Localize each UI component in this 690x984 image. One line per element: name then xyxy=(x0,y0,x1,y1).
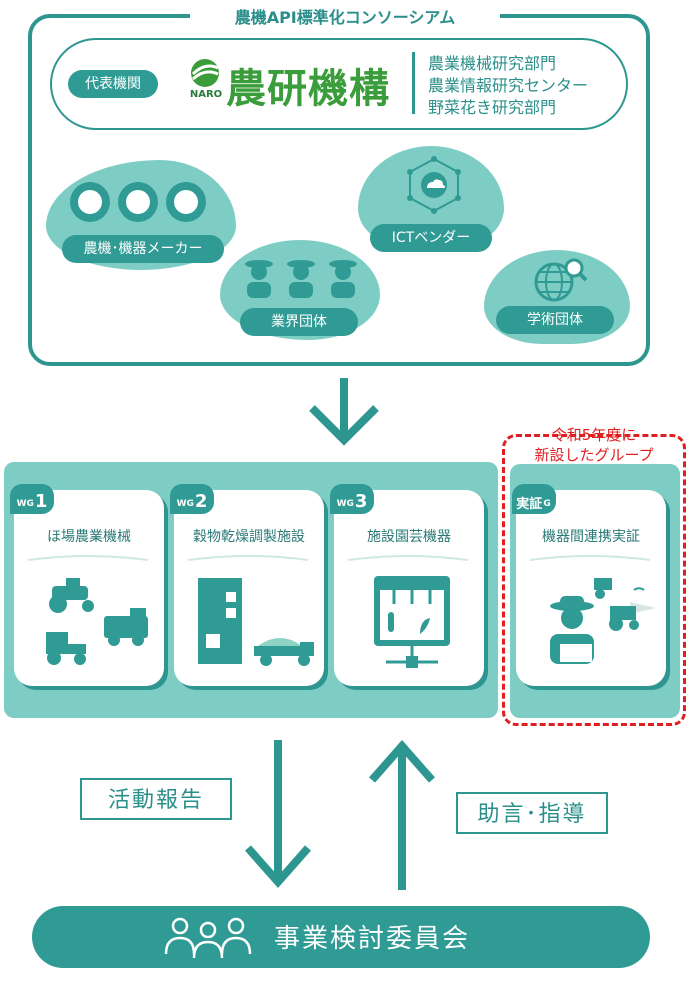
up-arrow-icon xyxy=(366,739,438,890)
network-cloud-icon xyxy=(406,156,462,214)
greenhouse-sensor-icon xyxy=(372,574,452,674)
connected-tractor-icon xyxy=(590,570,662,638)
verification-title: 機器間連携実証 xyxy=(542,529,640,545)
truck-icon xyxy=(250,628,320,672)
wg-title: ほ場農業機械 xyxy=(47,529,131,545)
tractor-icon xyxy=(42,574,102,618)
new-group-note-line1: 令和5年度に xyxy=(551,426,637,444)
combine-icon xyxy=(100,608,156,652)
naro-logo-text: 農研機構 xyxy=(226,66,390,112)
wg-title: 穀物乾燥調製施設 xyxy=(193,529,305,545)
representative-box xyxy=(50,38,628,130)
globe-search-icon xyxy=(532,256,588,306)
new-group-note-line2: 新設したグループ xyxy=(530,444,658,465)
wg-title: 施設園芸機器 xyxy=(367,529,451,545)
consortium-title: 農機API標準化コンソーシアム xyxy=(190,4,500,28)
dept-divider xyxy=(412,52,415,114)
people-group-icon xyxy=(160,914,256,960)
representative-label: 代表機関 xyxy=(68,70,158,98)
makers-label: 農機･機器メーカー xyxy=(62,235,224,263)
farmer-laptop-icon xyxy=(546,594,602,674)
new-group-highlight xyxy=(502,434,686,726)
dept-item: 農業機械研究部門 xyxy=(428,54,557,73)
committee-label: 事業検討委員会 xyxy=(274,924,471,954)
ict-label: ICTベンダー xyxy=(370,224,492,252)
down-arrow-icon xyxy=(306,378,382,446)
activity-report-label: 活動報告 xyxy=(80,778,232,820)
advice-guidance-label: 助言･指導 xyxy=(456,792,608,834)
dept-item: 農業情報研究センター xyxy=(428,76,589,95)
naro-logo xyxy=(188,58,222,102)
dept-item: 野菜花き研究部門 xyxy=(428,98,557,117)
bulldozer-gear-icon xyxy=(166,182,206,222)
farmer-icon xyxy=(284,258,318,298)
tractor-gear-icon xyxy=(70,182,110,222)
industry-label: 業界団体 xyxy=(240,308,358,336)
tractor-icon xyxy=(42,626,92,670)
committee-bar xyxy=(32,906,650,968)
dryer-facility-icon xyxy=(196,574,246,670)
farmer-icon xyxy=(326,258,360,298)
naro-logo-sub: NARO xyxy=(189,89,223,100)
academic-label: 学術団体 xyxy=(496,306,614,334)
down-arrow-icon xyxy=(242,740,314,890)
tractor-gear-icon xyxy=(118,182,158,222)
farmer-icon xyxy=(242,258,276,298)
